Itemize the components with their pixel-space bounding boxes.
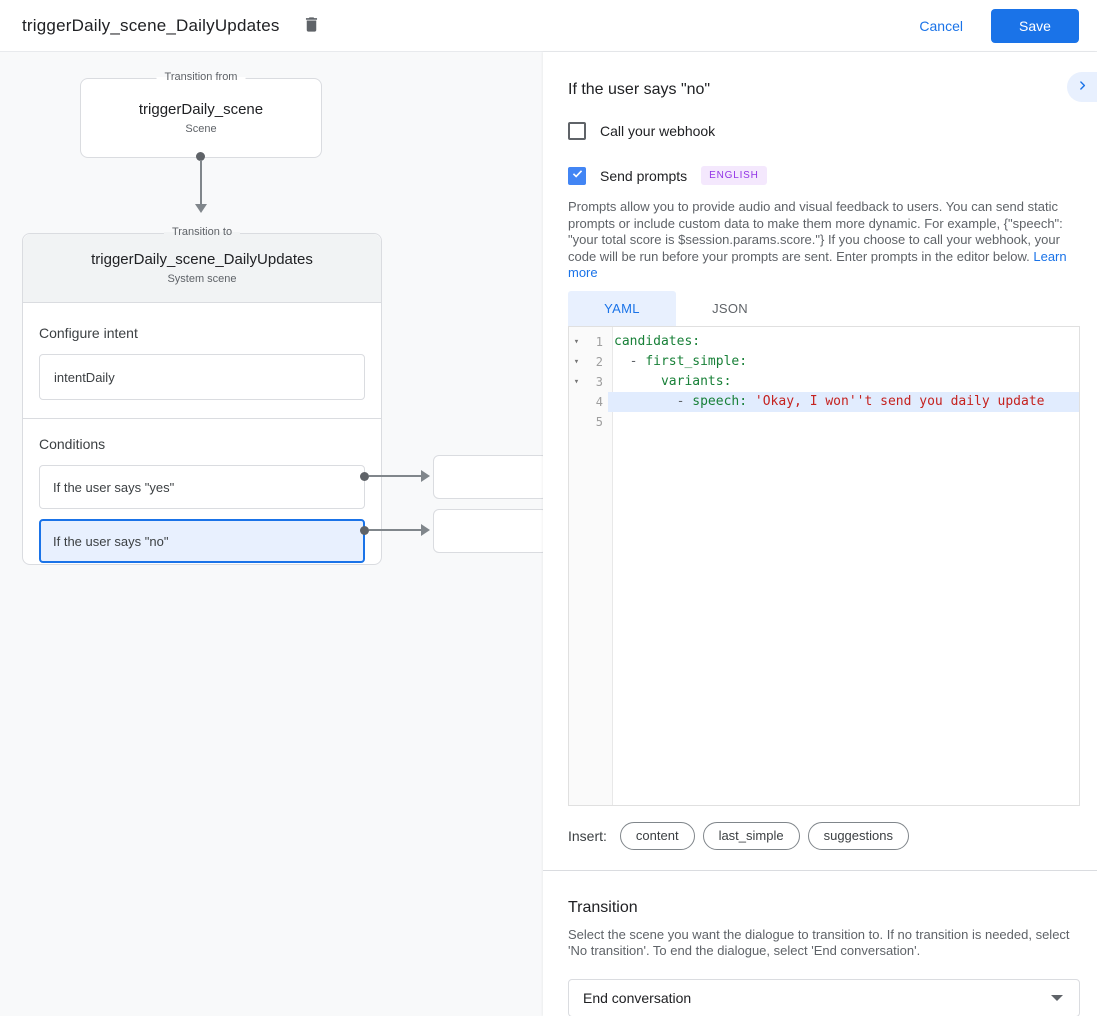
code-line: ▾ 2 - first_simple: bbox=[569, 352, 1079, 372]
code-text: candidates: bbox=[608, 332, 1079, 352]
top-bar: triggerDaily_scene_DailyUpdates Cancel S… bbox=[0, 0, 1097, 52]
tab-json[interactable]: JSON bbox=[712, 300, 748, 316]
send-prompts-checkbox-label: Send prompts bbox=[600, 167, 688, 184]
to-node-subtitle: System scene bbox=[167, 273, 237, 285]
code-text: - speech: 'Okay, I won''t send you daily… bbox=[608, 391, 1079, 412]
transition-from-node[interactable]: Transition from triggerDaily_scene Scene bbox=[80, 71, 322, 158]
condition-row-no[interactable]: If the user says "no" bbox=[39, 519, 365, 563]
connector-line bbox=[369, 475, 421, 477]
connector-arrow-right-icon bbox=[421, 470, 430, 482]
fold-toggle-icon[interactable]: ▾ bbox=[573, 376, 580, 387]
from-node-subtitle: Scene bbox=[185, 123, 217, 135]
editor-lines: ▾ 1 candidates: ▾ 2 - first_simple: ▾ 3 … bbox=[569, 327, 1079, 432]
send-prompts-checkbox[interactable] bbox=[568, 166, 586, 185]
prompts-description-text: Prompts allow you to provide audio and v… bbox=[568, 199, 1063, 264]
connector-line bbox=[369, 529, 421, 531]
yaml-punctuation: - bbox=[614, 393, 693, 409]
insert-last-simple-chip[interactable]: last_simple bbox=[702, 821, 800, 850]
to-node-title: triggerDaily_scene_DailyUpdates bbox=[91, 251, 313, 268]
condition-detail-panel: If the user says "no" Call your webhook … bbox=[543, 52, 1097, 1016]
fold-toggle-icon[interactable]: ▾ bbox=[573, 356, 580, 367]
language-badge: ENGLISH bbox=[701, 166, 767, 185]
yaml-key: speech: bbox=[692, 393, 755, 409]
code-line-active: 4 - speech: 'Okay, I won''t send you dai… bbox=[569, 391, 1079, 412]
delete-button[interactable] bbox=[298, 12, 326, 40]
transition-description: Select the scene you want the dialogue t… bbox=[568, 926, 1070, 959]
fold-spacer bbox=[569, 392, 584, 412]
line-number: 5 bbox=[595, 414, 603, 429]
transition-to-node: Transition to triggerDaily_scene_DailyUp… bbox=[22, 226, 382, 565]
learn-more-link[interactable]: Learn more bbox=[568, 248, 1067, 281]
conditions-section: Conditions If the user says "yes" If the… bbox=[23, 419, 381, 563]
configure-intent-section: Configure intent intentDaily bbox=[23, 303, 381, 418]
flow-canvas: Transition from triggerDaily_scene Scene… bbox=[0, 52, 548, 1016]
line-number: 2 bbox=[595, 354, 603, 369]
connector-dot bbox=[360, 526, 369, 535]
code-text: - first_simple: bbox=[608, 352, 1079, 372]
target-scene-node[interactable] bbox=[433, 509, 548, 553]
section-divider bbox=[543, 869, 1097, 871]
code-text: variants: bbox=[608, 372, 1079, 392]
prompts-description: Prompts allow you to provide audio and v… bbox=[568, 199, 1080, 282]
section-divider bbox=[23, 418, 381, 419]
connector-arrow-down-icon bbox=[195, 204, 207, 213]
line-number: 1 bbox=[595, 334, 603, 349]
save-button[interactable]: Save bbox=[991, 8, 1079, 43]
condition-row-yes[interactable]: If the user says "yes" bbox=[39, 465, 365, 509]
insert-suggestions-chip[interactable]: suggestions bbox=[807, 821, 909, 850]
transition-from-label: Transition from bbox=[156, 71, 246, 83]
connector-dot bbox=[196, 152, 205, 161]
code-text bbox=[608, 412, 1079, 432]
webhook-checkbox[interactable] bbox=[568, 122, 586, 140]
connector-dot bbox=[360, 472, 369, 481]
conditions-heading: Conditions bbox=[39, 436, 106, 452]
yaml-key: variants: bbox=[660, 373, 732, 389]
trash-icon bbox=[302, 14, 321, 38]
top-bar-actions: Cancel Save bbox=[919, 8, 1079, 43]
insert-content-chip[interactable]: content bbox=[619, 821, 695, 850]
editor-gutter bbox=[569, 326, 613, 805]
connector-arrow-right-icon bbox=[421, 524, 430, 536]
cancel-button[interactable]: Cancel bbox=[919, 17, 963, 34]
transition-select-value: End conversation bbox=[583, 989, 692, 1006]
code-line: 5 bbox=[569, 412, 1079, 432]
code-editor[interactable]: ▾ 1 candidates: ▾ 2 - first_simple: ▾ 3 … bbox=[568, 325, 1080, 806]
yaml-key: first_simple: bbox=[645, 353, 748, 369]
fold-spacer bbox=[569, 412, 584, 432]
insert-label: Insert: bbox=[568, 827, 607, 844]
send-prompts-checkbox-row: Send prompts ENGLISH bbox=[568, 166, 1080, 185]
collapse-panel-button[interactable] bbox=[1067, 72, 1097, 102]
yaml-punctuation bbox=[614, 374, 661, 389]
tab-yaml[interactable]: YAML bbox=[568, 290, 676, 326]
intent-item[interactable]: intentDaily bbox=[39, 354, 365, 400]
fold-toggle-icon[interactable]: ▾ bbox=[573, 336, 580, 347]
scene-node-header[interactable]: triggerDaily_scene_DailyUpdates System s… bbox=[23, 234, 381, 303]
chevron-right-icon bbox=[1076, 79, 1089, 95]
from-node-title: triggerDaily_scene bbox=[138, 101, 264, 118]
line-number: 3 bbox=[595, 374, 603, 389]
target-scene-node[interactable] bbox=[433, 455, 548, 499]
code-line: ▾ 3 variants: bbox=[569, 372, 1079, 392]
code-line: ▾ 1 candidates: bbox=[569, 332, 1079, 352]
transition-to-label: Transition to bbox=[163, 226, 241, 238]
transition-select[interactable]: End conversation bbox=[568, 978, 1080, 1016]
checkmark-icon bbox=[571, 167, 584, 185]
insert-bar: Insert: content last_simple suggestions bbox=[568, 821, 1080, 850]
connector-line bbox=[200, 160, 202, 205]
yaml-string-value: 'Okay, I won''t send you daily update bbox=[754, 393, 1045, 409]
panel-title: If the user says "no" bbox=[568, 81, 711, 98]
webhook-checkbox-row: Call your webhook bbox=[568, 122, 1080, 140]
page-title: triggerDaily_scene_DailyUpdates bbox=[22, 15, 280, 35]
webhook-checkbox-label: Call your webhook bbox=[600, 123, 716, 139]
transition-heading: Transition bbox=[568, 898, 638, 916]
editor-format-tabs: YAML JSON bbox=[568, 290, 1080, 326]
yaml-key: candidates: bbox=[614, 333, 701, 349]
line-number: 4 bbox=[595, 394, 603, 409]
configure-intent-heading: Configure intent bbox=[39, 325, 138, 341]
yaml-punctuation: - bbox=[614, 353, 646, 369]
dropdown-arrow-icon bbox=[1051, 994, 1063, 1001]
